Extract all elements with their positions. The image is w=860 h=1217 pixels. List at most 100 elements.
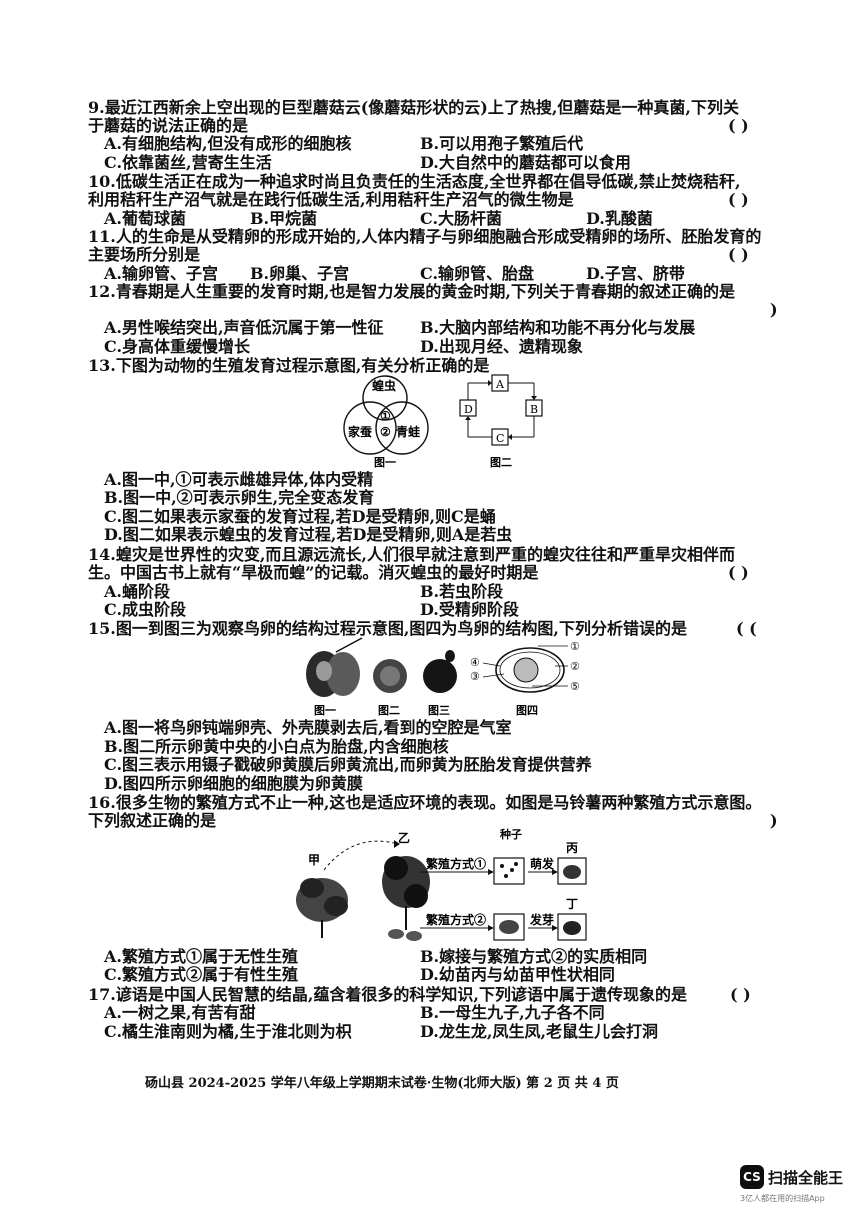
q16-option-b: B.嫁接与繁殖方式②的实质相同: [420, 947, 648, 966]
q12-answer-paren: ): [770, 300, 778, 319]
egg-caption-1: 图一: [314, 704, 336, 717]
q10-stem-line2: 利用秸秆生产沼气就是在践行低碳生活,利用秸秆生产沼气的微生物是: [88, 190, 574, 209]
potato-plant-yi: 乙: [382, 831, 430, 941]
venn-label-top: 蝗虫: [372, 378, 396, 393]
way2-row: 繁殖方式② 发芽 丁: [420, 897, 587, 941]
q10-answer-paren: ( ): [728, 190, 749, 209]
q11-stem-line2: 主要场所分别是: [88, 245, 201, 264]
q12-option-c: C.身高体重缓慢增长: [104, 337, 251, 356]
label-yi: 乙: [398, 831, 410, 845]
q15-option-c: C.图三表示用镊子戳破卵黄膜后卵黄流出,而卵黄为胚胎发育提供营养: [104, 755, 592, 774]
q12-stem-line1: 12.青春期是人生重要的发育时期,也是智力发展的黄金时期,下列关于青春期的叙述正…: [88, 282, 735, 301]
q12-option-a: A.男性喉结突出,声音低沉属于第一性征: [104, 318, 384, 337]
q9-stem-line1: 9.最近江西新余上空出现的巨型蘑菇云(像蘑菇形状的云)上了热搜,但蘑菇是一种真菌…: [88, 98, 739, 117]
q14-option-c: C.成虫阶段: [104, 600, 187, 619]
q10-option-c: C.大肠杆菌: [420, 209, 503, 228]
scanner-logo-icon: CS: [740, 1165, 764, 1189]
q13-option-a: A.图一中,①可表示雌雄异体,体内受精: [104, 470, 374, 489]
venn-region-1: ①: [380, 409, 391, 423]
egg-caption-3: 图三: [428, 704, 450, 717]
cycle-box-a: A: [495, 378, 505, 391]
label-seed: 种子: [499, 827, 522, 841]
q9-option-d: D.大自然中的蘑菇都可以食用: [420, 153, 631, 172]
q13-diagrams: 蝗虫 家蚕 青蛙 ① ② 图一 A B C D 图二: [343, 374, 543, 469]
q17-option-d: D.龙生龙,凤生凤,老鼠生儿会打洞: [420, 1022, 659, 1041]
potato-plant-jia: 甲: [296, 853, 348, 938]
q12-option-b: B.大脑内部结构和功能不再分化与发展: [420, 318, 696, 337]
q9-option-b: B.可以用孢子繁殖后代: [420, 134, 584, 153]
egg-label-2: ②: [570, 660, 580, 673]
q16-option-c: C.繁殖方式②属于有性生殖: [104, 965, 299, 984]
q9-answer-paren: ( ): [728, 116, 749, 135]
q14-stem-line1: 14.蝗灾是世界性的灾变,而且源远流长,人们很早就注意到严重的蝗灾往往和严重旱灾…: [88, 545, 735, 564]
q13-option-d: D.图二如果表示蝗虫的发育过程,若D是受精卵,则A是若虫: [104, 525, 513, 544]
egg-caption-2: 图二: [378, 704, 400, 717]
egg-figure-1: 图一: [306, 637, 363, 717]
q13-stem-line1: 13.下图为动物的生殖发育过程示意图,有关分析正确的是: [88, 356, 490, 375]
q10-option-d: D.乳酸菌: [586, 209, 653, 228]
label-way1: 繁殖方式①: [426, 856, 486, 871]
q14-option-b: B.若虫阶段: [420, 582, 504, 601]
q16-option-a: A.繁殖方式①属于无性生殖: [104, 947, 298, 966]
q15-option-a: A.图一将鸟卵钝端卵壳、外壳膜剥去后,看到的空腔是气室: [104, 718, 512, 737]
label-way2: 繁殖方式②: [426, 912, 486, 927]
page-footer: 砀山县 2024-2025 学年八年级上学期期末试卷·生物(北师大版) 第 2 …: [145, 1076, 619, 1091]
q10-stem-line1: 10.低碳生活正在成为一种追求时尚且负责任的生活态度,全世界都在倡导低碳,禁止焚…: [88, 172, 741, 191]
label-bing: 丙: [566, 841, 578, 855]
venn-label-right: 青蛙: [396, 424, 420, 439]
q17-answer-paren: ( ): [730, 985, 751, 1004]
egg-figure-4: ④ ③ ① ② ⑤ 图四: [470, 640, 580, 717]
egg-label-3: ③: [470, 670, 480, 683]
q11-answer-paren: ( ): [728, 245, 749, 264]
q16-stem-line1: 16.很多生物的繁殖方式不止一种,这也是适应环境的表现。如图是马铃薯两种繁殖方式…: [88, 793, 762, 812]
q12-option-d: D.出现月经、遗精现象: [420, 337, 583, 356]
q14-option-a: A.蛹阶段: [104, 582, 170, 601]
scanner-app-name: 扫描全能王: [768, 1168, 844, 1187]
q17-option-b: B.一母生九子,九子各不同: [420, 1003, 605, 1022]
q15-option-b: B.图二所示卵黄中央的小白点为胎盘,内含细胞核: [104, 737, 449, 756]
q14-stem-line2: 生。中国古书上就有“旱极而蝗”的记载。消灭蝗虫的最好时期是: [88, 563, 539, 582]
q15-stem-line1: 15.图一到图三为观察鸟卵的结构过程示意图,图四为鸟卵的结构图,下列分析错误的是: [88, 619, 687, 638]
venn-region-2: ②: [380, 425, 391, 439]
q15-egg-figures: 图一 图二 图三 ④ ③ ① ② ⑤ 图四: [306, 637, 580, 717]
cycle-caption: 图二: [490, 456, 512, 469]
q11-option-d: D.子宫、脐带: [586, 264, 685, 283]
cycle-diagram: A B C D 图二: [459, 374, 543, 469]
label-ding: 丁: [566, 897, 578, 911]
cycle-box-c: C: [496, 432, 504, 445]
q16-stem-line2: 下列叙述正确的是: [88, 811, 217, 830]
q11-option-a: A.输卵管、子宫: [104, 264, 218, 283]
q10-option-b: B.甲烷菌: [250, 209, 318, 228]
q17-stem-line1: 17.谚语是中国人民智慧的结晶,蕴含着很多的科学知识,下列谚语中属于遗传现象的是: [88, 985, 687, 1004]
way1-row: 繁殖方式① 萌发 丙: [420, 841, 587, 885]
egg-caption-4: 图四: [516, 704, 538, 717]
egg-figure-2: 图二: [373, 659, 407, 717]
q13-option-c: C.图二如果表示家蚕的发育过程,若D是受精卵,则C是蛹: [104, 507, 496, 526]
q11-option-c: C.输卵管、胎盘: [420, 264, 535, 283]
q17-option-a: A.一树之果,有苦有甜: [104, 1003, 256, 1022]
egg-figure-3: 图三: [423, 650, 457, 717]
q11-option-b: B.卵巢、子宫: [250, 264, 350, 283]
q16-answer-paren: ): [770, 811, 778, 830]
egg-label-4: ④: [470, 656, 480, 669]
scanner-slogan: 3亿人都在用的扫描App: [740, 1194, 825, 1203]
q14-answer-paren: ( ): [728, 563, 749, 582]
cycle-box-b: B: [530, 403, 538, 416]
q14-option-d: D.受精卵阶段: [420, 600, 519, 619]
q16-potato-diagram: 甲 乙 种子 繁殖方式① 萌发: [296, 827, 587, 941]
label-germ1: 萌发: [530, 856, 555, 871]
label-germ2: 发芽: [529, 912, 554, 927]
q9-option-c: C.依靠菌丝,营寄生生活: [104, 153, 272, 172]
q13-option-b: B.图一中,②可表示卵生,完全变态发育: [104, 488, 375, 507]
venn-label-left: 家蚕: [348, 424, 373, 439]
q15-answer-paren: ( (: [736, 619, 757, 638]
q17-option-c: C.橘生淮南则为橘,生于淮北则为枳: [104, 1022, 352, 1041]
q9-option-a: A.有细胞结构,但没有成形的细胞核: [104, 134, 352, 153]
q15-option-d: D.图四所示卵细胞的细胞膜为卵黄膜: [104, 774, 363, 793]
q10-option-a: A.葡萄球菌: [104, 209, 186, 228]
egg-label-1: ①: [570, 640, 580, 653]
q16-option-d: D.幼苗丙与幼苗甲性状相同: [420, 965, 615, 984]
venn-diagram: 蝗虫 家蚕 青蛙 ① ② 图一: [343, 375, 429, 469]
